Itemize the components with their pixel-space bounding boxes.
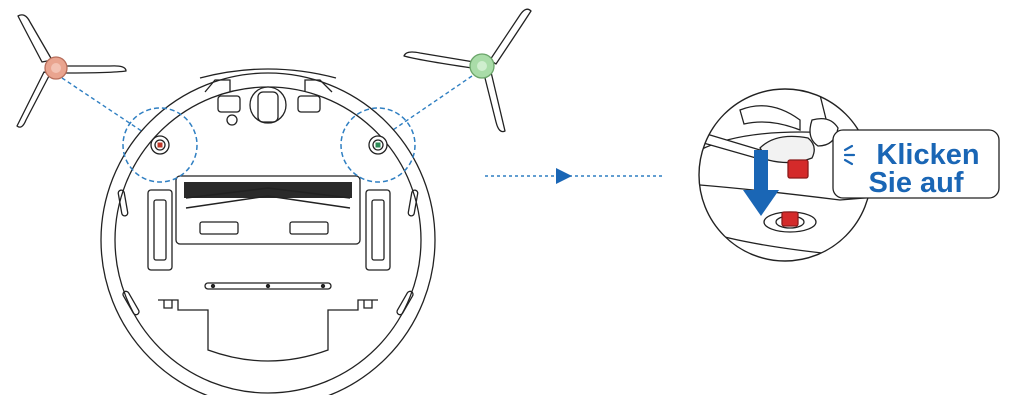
click-callout: Klicken Sie auf xyxy=(833,130,999,199)
callout-line-2: Sie auf xyxy=(868,167,963,199)
robot-bottom-view xyxy=(101,69,435,395)
left-brush-socket xyxy=(151,136,169,154)
right-side-brush xyxy=(404,9,531,131)
right-brush-socket xyxy=(369,136,387,154)
arrow-right-icon xyxy=(485,168,662,184)
